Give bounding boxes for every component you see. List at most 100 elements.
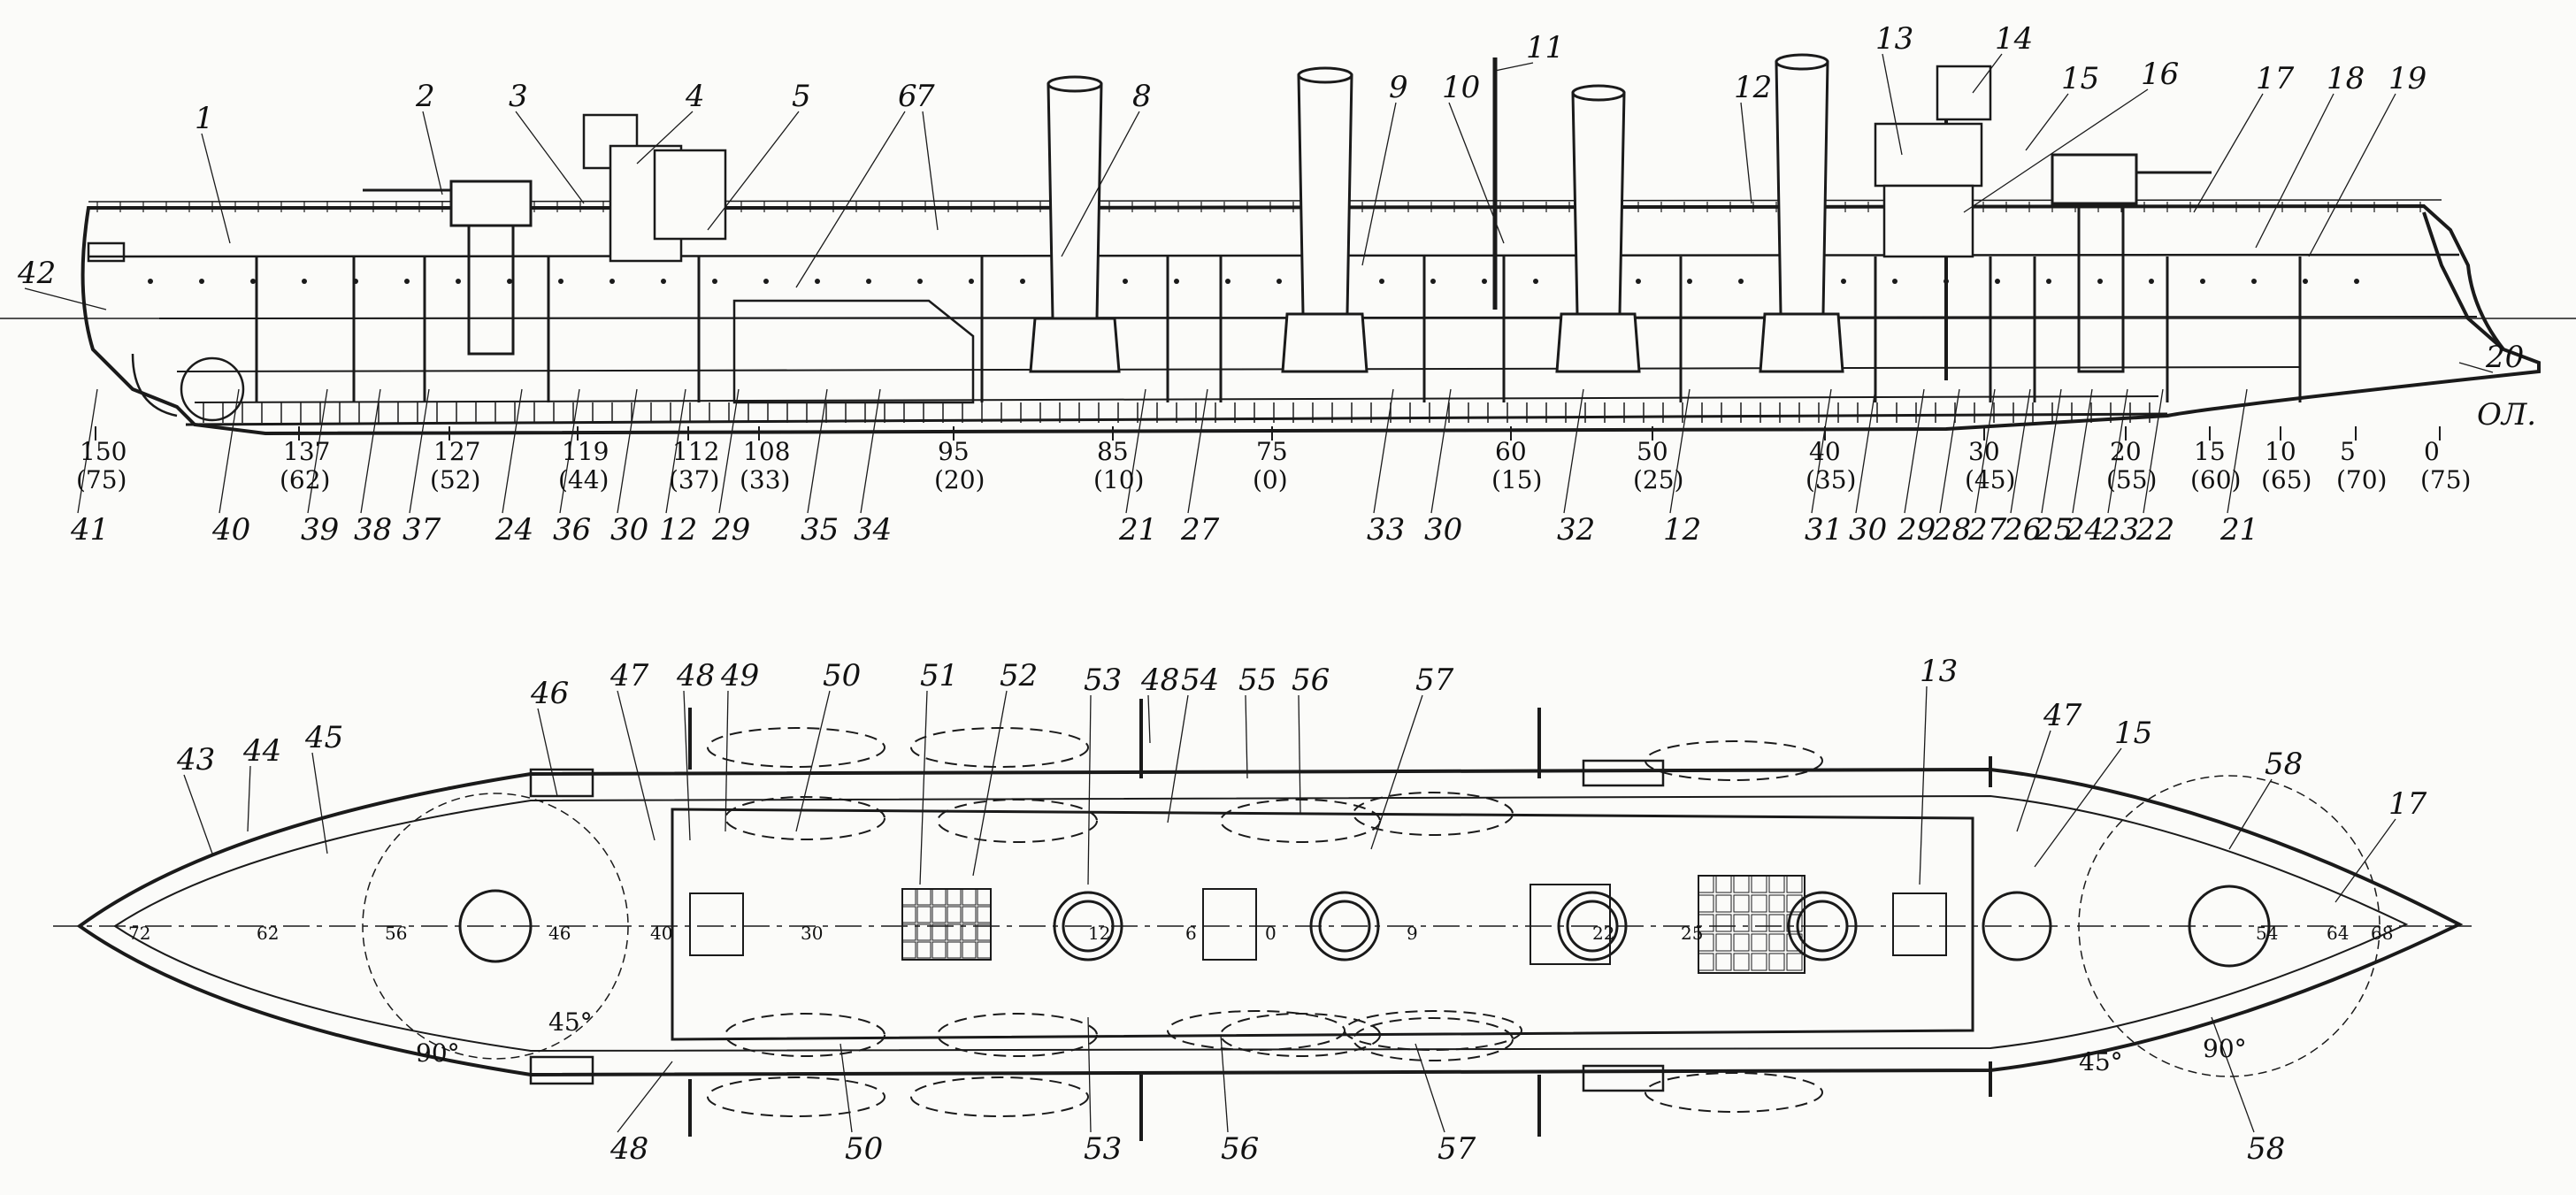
profile-callout: 24 [2065,512,2104,548]
frame-sub-number: (70) [2336,465,2387,494]
plan-callout: 52 [1000,658,1038,693]
profile-callout: 8 [1132,79,1152,114]
plan-callout-leader [183,774,213,854]
frame-sub-number: (52) [430,465,480,494]
frame-number: 75 [1256,437,1288,466]
frame-sub-number: (35) [1806,465,1856,494]
profile-callout: 32 [1557,512,1595,548]
profile-callout: 21 [2220,512,2258,548]
profile-callout: 18 [2327,61,2365,96]
fore-bridge [1874,65,1992,258]
profile-callout: 24 [494,512,533,548]
profile-callout-leader [1563,388,1584,514]
plan-callout: 53 [1084,663,1122,698]
plan-callout-leader [919,690,928,885]
double-bottom-hatching [203,402,2150,423]
plan-callout-leader [617,1061,673,1133]
profile-callout-leader [1972,53,2003,94]
boat-davits [688,699,1992,1141]
plan-callout-leader [724,690,729,832]
deck-station-number: 30 [801,923,823,944]
profile-callout: 2 [415,79,435,114]
aft-bridge [582,113,727,263]
profile-callout-leader [1811,388,1832,514]
plan-callout-leader [1370,694,1423,850]
profile-callout-leader [1963,88,2149,213]
profile-callout: 21 [1118,512,1157,548]
plan-callout: 57 [1438,1131,1476,1167]
deck-station-number: 25 [1681,923,1703,944]
deck-station-number: 40 [650,923,672,944]
plan-callout: 13 [1920,654,1958,689]
frame-sub-number: (60) [2190,465,2241,494]
frame-sub-number: (37) [669,465,719,494]
plan-callout-leader [795,690,831,832]
profile-callout-leader [24,287,107,310]
profile-callout: 27 [1967,512,2007,548]
frame-number: 150 [80,437,126,466]
profile-callout-leader [2255,93,2334,249]
plan-callout-leader [972,690,1008,877]
deck-station-number: 54 [2256,923,2278,944]
funnel-3 [1555,84,1641,373]
profile-callout: 35 [801,512,839,548]
plan-callout: 15 [2114,716,2152,751]
profile-callout-leader [218,388,240,514]
profile-callout-leader [422,111,443,195]
profile-callout: 6 [898,79,917,114]
deck-station-number: 6 [1185,923,1197,944]
profile-callout: 14 [1995,21,2033,57]
frame-number: 15 [2194,437,2226,466]
profile-callout-leader [515,111,585,204]
profile-callout-leader [1361,102,1397,266]
profile-callout: 20 [2485,340,2524,375]
frame-number: 60 [1495,437,1527,466]
profile-callout: 5 [792,79,811,114]
profile-callout-leader [1855,388,1876,514]
plan-callout: 46 [530,676,569,711]
funnel-casings [1053,891,1858,961]
profile-callout: 34 [854,512,892,548]
profile-callout-leader [807,388,828,514]
profile-callout: 11 [1526,30,1564,65]
plan-callout-leader [1919,686,1928,885]
profile-callout: 28 [1932,512,1971,548]
profile-callout-leader [1669,388,1690,514]
plan-callout: 47 [2043,698,2082,733]
deck-station-number: 12 [1088,923,1110,944]
profile-callout-leader [1740,102,1752,204]
deck-station-number: 0 [1265,923,1276,944]
profile-callout: 33 [1367,512,1405,548]
fore-turret [2051,153,2212,373]
profile-callout: 4 [685,79,705,114]
profile-callout: 3 [509,79,528,114]
profile-callout-leader [2025,93,2069,151]
frame-sub-number: (62) [280,465,330,494]
profile-callout-leader [1430,388,1452,514]
plan-inner-outline [113,794,2409,1053]
deck-grates [901,875,1803,971]
profile-callout-leader [1125,388,1146,514]
plan-callout: 48 [610,1131,648,1167]
profile-callout-leader [665,388,686,514]
plan-callout-leader [1147,694,1151,744]
profile-callout-leader [307,388,328,514]
plan-callout-leader [1245,694,1248,779]
deck-station-number: 46 [548,923,571,944]
waterline-label: ОЛ. [2477,397,2536,433]
plan-callout-leader [311,752,328,854]
profile-callout: 25 [2034,512,2073,548]
profile-callout: 12 [659,512,697,548]
plan-callout: 49 [720,658,759,693]
portholes [148,279,2359,284]
profile-callout-leader [201,133,231,244]
plan-hull-outline [76,767,2464,1077]
plan-callout-leader [2034,747,2122,868]
profile-callout: 41 [70,512,109,548]
profile-callout-leader [77,388,98,514]
deck-station-number: 56 [385,923,407,944]
frame-sub-number: (55) [2106,465,2157,494]
profile-callout-leader [707,111,800,231]
